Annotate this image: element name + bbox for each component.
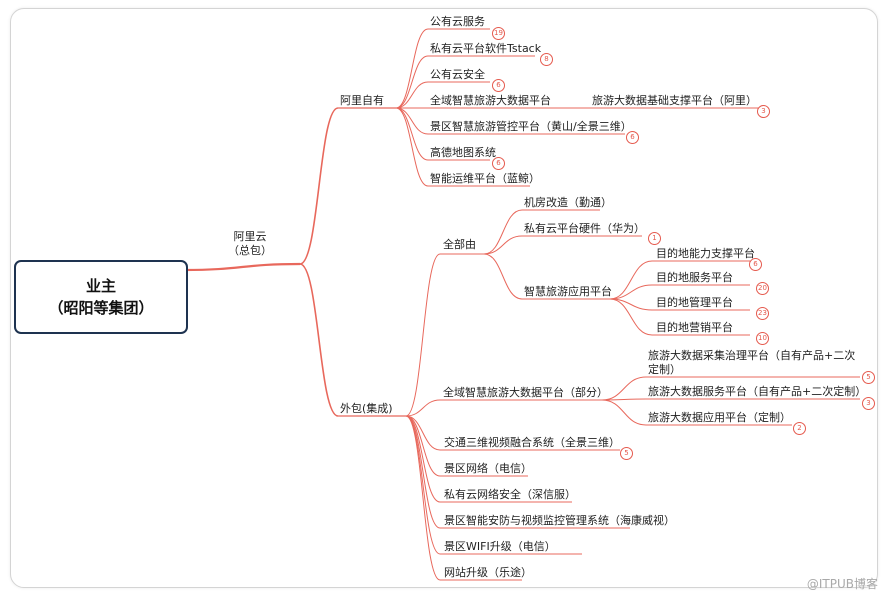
self-item-bigdata-foundation-badge: 3	[757, 105, 770, 118]
connector-31	[609, 298, 653, 336]
connector-20	[405, 253, 441, 417]
app-service-platform-badge: 20	[756, 282, 769, 295]
other-wifi-upgrade[interactable]: 景区WIFI升级（电信）	[444, 540, 556, 553]
hw-item-private-cloud-hardware[interactable]: 私有云平台硬件（华为）	[524, 222, 645, 235]
connector-0	[183, 262, 301, 272]
connector-24	[483, 253, 523, 300]
self-item-bigdata-foundation[interactable]: 旅游大数据基础支撑平台（阿里）	[592, 94, 757, 107]
other-private-cloud-security[interactable]: 私有云网络安全（深信服）	[444, 488, 576, 501]
connector-49	[405, 415, 441, 581]
other-security-video-system[interactable]: 景区智能安防与视频监控管理系统（海康威视）	[444, 514, 675, 527]
connector-48	[405, 415, 441, 555]
app-capability-platform[interactable]: 目的地能力支撑平台	[656, 247, 755, 260]
watermark: @ITPUB博客	[806, 577, 878, 591]
connector-10	[395, 107, 429, 187]
connector-8	[395, 107, 429, 135]
hw-item-tourism-app-platform[interactable]: 智慧旅游应用平台	[524, 285, 612, 298]
app-marketing-platform-badge: 10	[756, 332, 769, 345]
self-item-public-cloud-security-badge: 6	[492, 79, 505, 92]
connector-23	[483, 235, 523, 255]
self-item-private-cloud-software-badge: 8	[540, 53, 553, 66]
self-item-public-cloud-badge: 19	[492, 27, 505, 40]
self-item-public-cloud-security[interactable]: 公有云安全	[430, 68, 485, 81]
self-item-scenic-control[interactable]: 景区智慧旅游管控平台（黄山/全景三维）	[430, 120, 632, 133]
app-service-platform[interactable]: 目的地服务平台	[656, 271, 733, 284]
connector-28	[609, 260, 653, 300]
main-contractor-node[interactable]: 阿里云 （总包）	[228, 230, 272, 258]
connector-1	[299, 107, 339, 265]
connector-45	[405, 415, 441, 477]
root-title: 业主	[85, 277, 116, 295]
connector-2	[299, 263, 339, 417]
main-contractor-title: 阿里云	[233, 230, 267, 243]
self-item-public-cloud[interactable]: 公有云服务	[430, 15, 485, 28]
other-traffic-3d-video-badge: 5	[620, 447, 633, 460]
self-item-private-cloud-software[interactable]: 私有云平台软件Tstack	[430, 42, 542, 55]
self-item-ops-platform[interactable]: 智能运维平台（蓝鲸）	[430, 172, 540, 185]
main-contractor-subtitle: （总包）	[228, 244, 272, 257]
connector-5	[395, 55, 429, 109]
connector-22	[483, 209, 523, 255]
connector-46	[405, 415, 441, 503]
bigdata-service-platform-badge: 3	[862, 397, 875, 410]
self-item-scenic-control-badge: 6	[626, 131, 639, 144]
connector-36	[405, 399, 441, 417]
other-scenic-network[interactable]: 景区网络（电信）	[444, 462, 532, 475]
connector-4	[395, 28, 429, 109]
bigdata-app-platform[interactable]: 旅游大数据应用平台（定制）	[648, 411, 791, 424]
connector-40	[601, 399, 647, 426]
self-item-amap[interactable]: 高德地图系统	[430, 146, 496, 159]
app-marketing-platform[interactable]: 目的地营销平台	[656, 321, 733, 334]
self-item-bigdata-platform[interactable]: 全域智慧旅游大数据平台	[430, 94, 551, 107]
self-item-amap-badge: 6	[492, 157, 505, 170]
bigdata-collect-platform[interactable]: 旅游大数据采集治理平台（自有产品+二次定制）	[648, 349, 856, 376]
bigdata-app-platform-badge: 2	[793, 422, 806, 435]
bigdata-service-platform[interactable]: 旅游大数据服务平台（自有产品+二次定制）	[648, 385, 867, 398]
other-website-upgrade[interactable]: 网站升级（乐途）	[444, 566, 532, 579]
self-owned-node[interactable]: 阿里自有	[340, 94, 384, 107]
bigdata-collect-platform-badge: 5	[862, 371, 875, 384]
integration-node[interactable]: 外包(集成)	[340, 402, 393, 415]
connector-9	[395, 107, 429, 161]
root-node[interactable]: 业主 （昭阳等集团）	[14, 260, 188, 334]
app-capability-platform-badge: 6	[749, 258, 762, 271]
root-subtitle: （昭阳等集团）	[48, 299, 154, 317]
bigdata-partial-node[interactable]: 全域智慧旅游大数据平台（部分）	[443, 386, 608, 399]
hw-item-room-renovation[interactable]: 机房改造（勤通）	[524, 196, 612, 209]
app-management-platform-badge: 23	[756, 307, 769, 320]
hardware-group-node[interactable]: 全部由	[443, 238, 476, 251]
connector-29	[609, 284, 653, 300]
connector-6	[395, 81, 429, 109]
connector-38	[601, 376, 647, 401]
app-management-platform[interactable]: 目的地管理平台	[656, 296, 733, 309]
hw-item-private-cloud-hardware-badge: 1	[648, 232, 661, 245]
other-traffic-3d-video[interactable]: 交通三维视频融合系统（全景三维）	[444, 436, 620, 449]
